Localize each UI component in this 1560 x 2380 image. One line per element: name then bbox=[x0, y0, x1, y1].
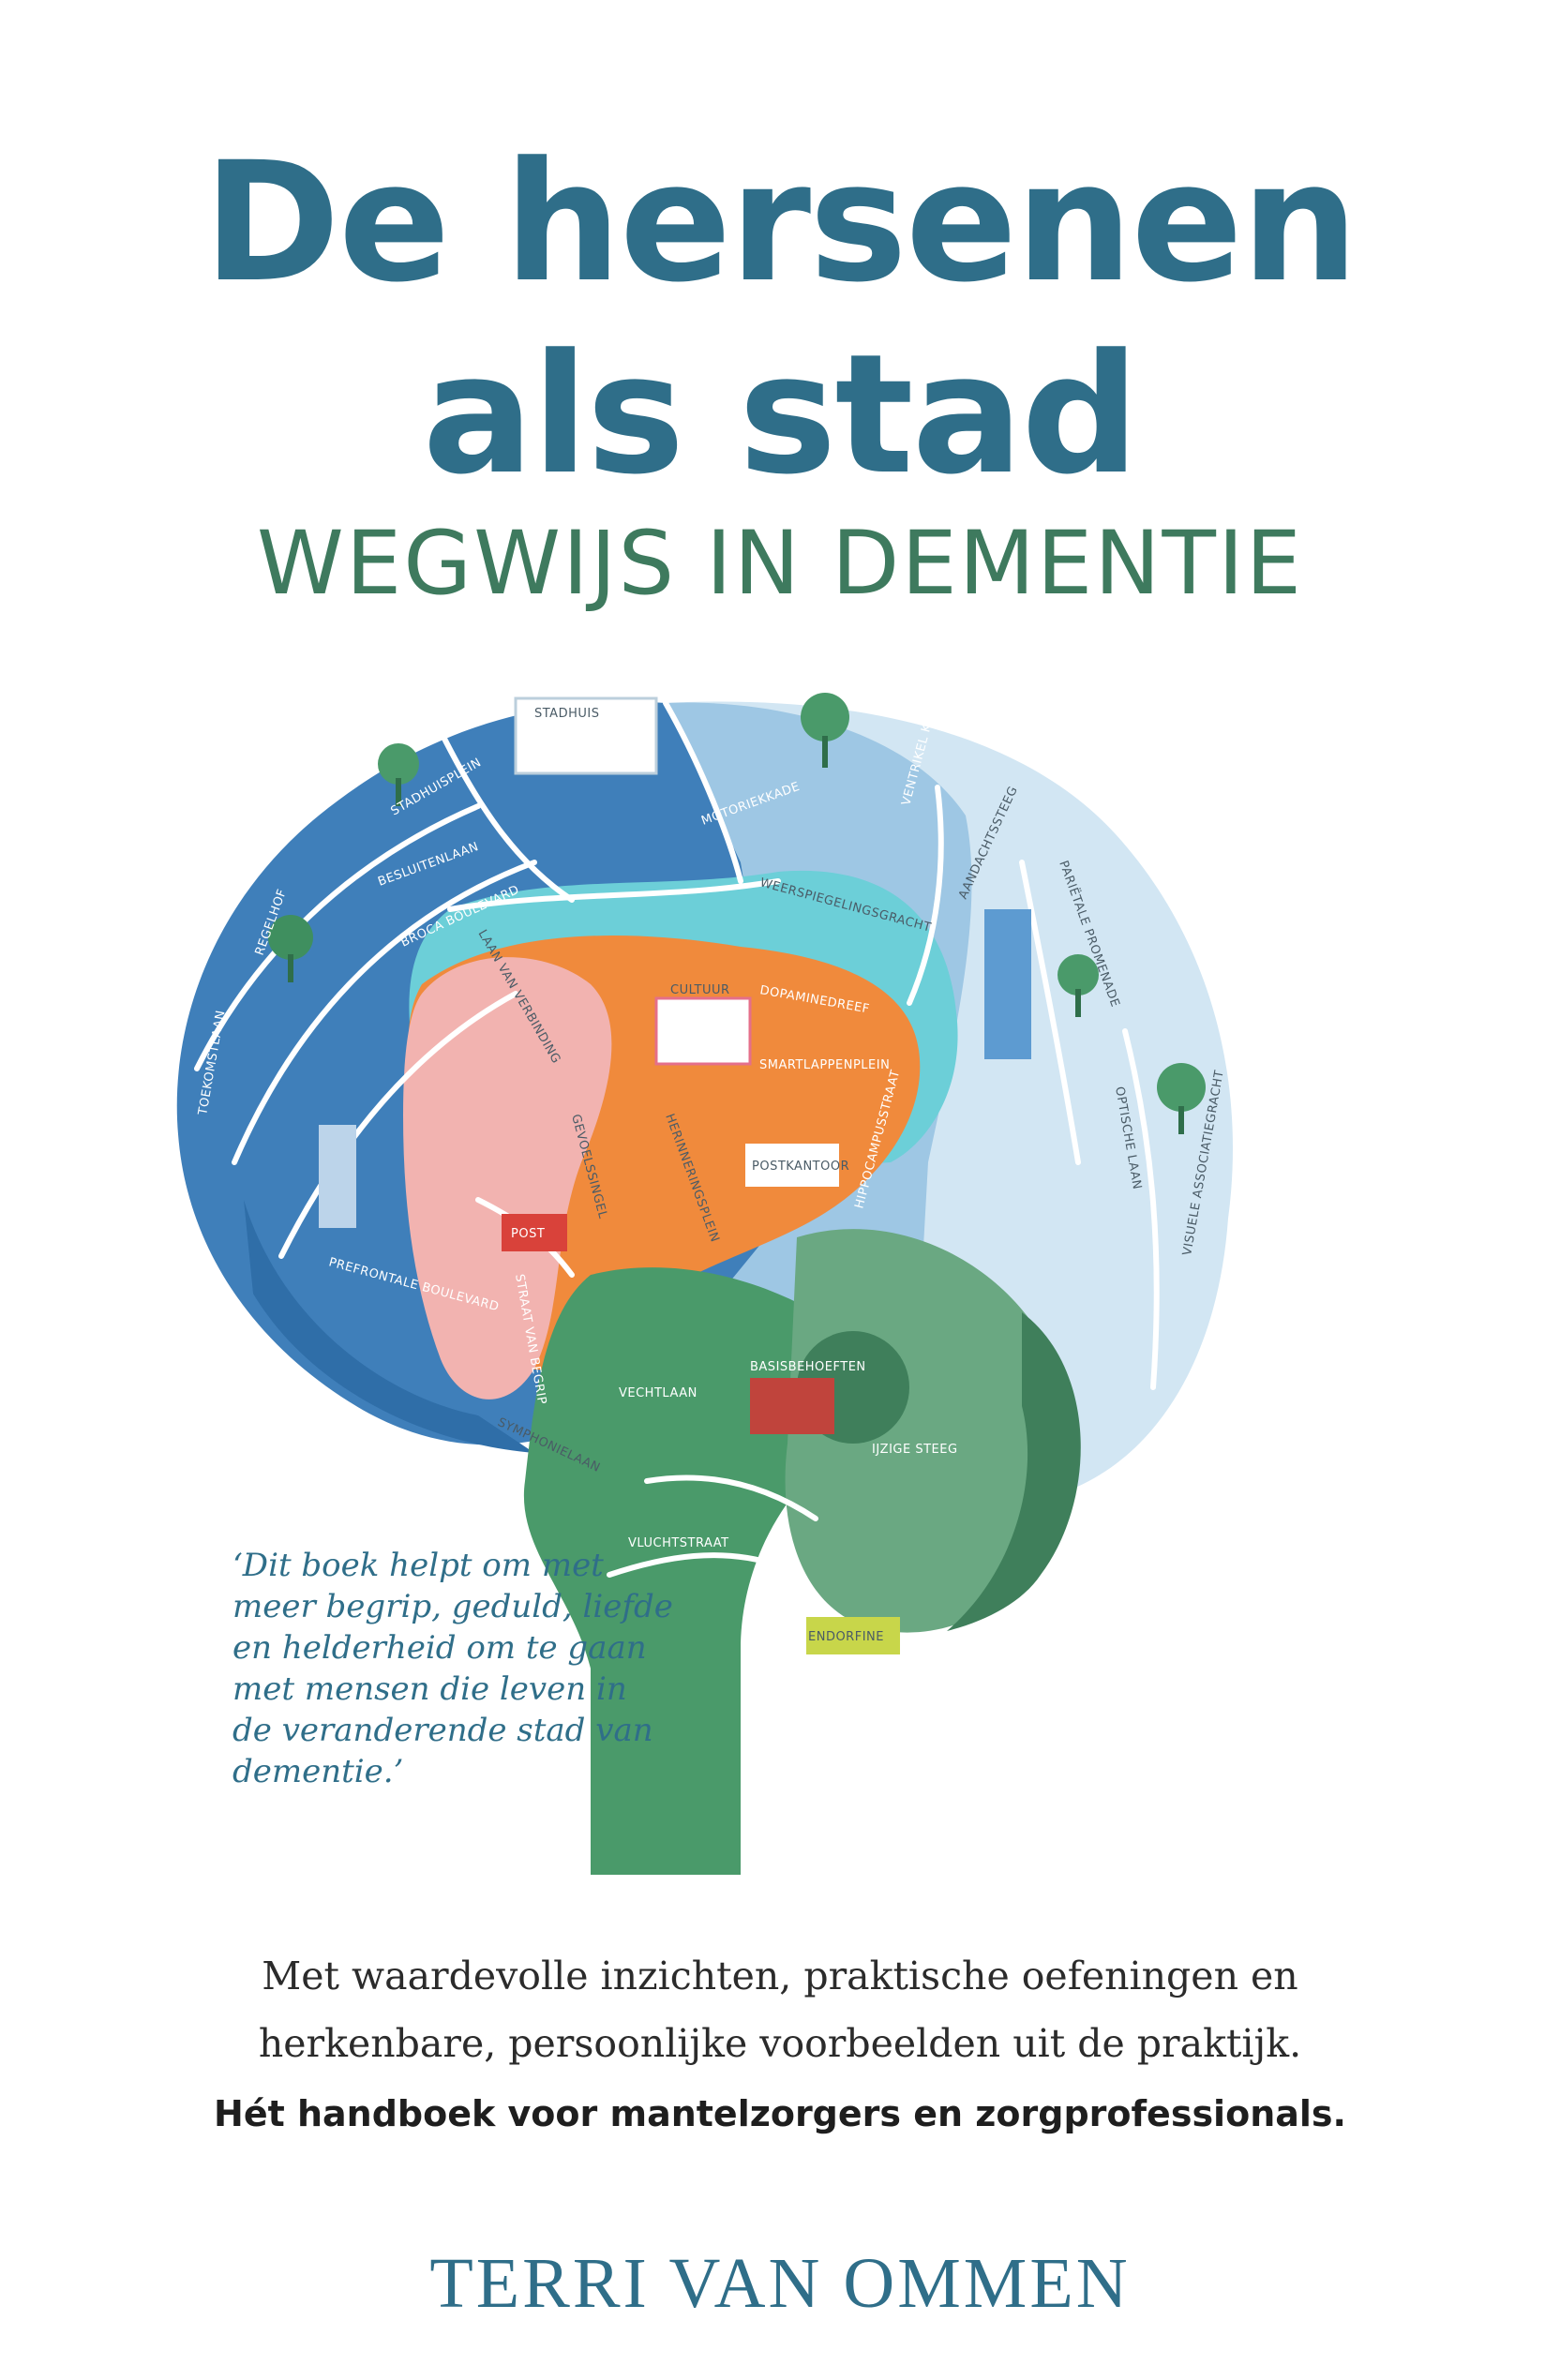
pink-region bbox=[403, 957, 612, 1400]
author-name: TERRI VAN OMMEN bbox=[429, 2244, 1131, 2323]
city-hall-label: STADHUIS bbox=[534, 707, 599, 721]
quote-line: meer begrip, geduld, liefde bbox=[232, 1588, 673, 1625]
subtitle: WEGWIJS IN DEMENTIE bbox=[256, 513, 1304, 615]
street-vechtlaan: VECHTLAAN bbox=[619, 1386, 698, 1400]
post-office-building bbox=[745, 1144, 839, 1187]
description-line-1: Met waardevolle inzichten, praktische oe… bbox=[262, 1953, 1298, 1998]
post-van bbox=[502, 1214, 567, 1251]
bus-label: ENDORFINE bbox=[808, 1630, 884, 1644]
post-office-label: POSTKANTOOR bbox=[752, 1160, 849, 1174]
endorphin-bus bbox=[806, 1617, 900, 1654]
street-smartlappenplein: SMARTLAPPENPLEIN bbox=[759, 1058, 890, 1072]
street-vluchtstraat: VLUCHTSTRAAT bbox=[628, 1536, 729, 1550]
culture-label: CULTUUR bbox=[670, 983, 730, 997]
quote-line: dementie.’ bbox=[232, 1753, 404, 1790]
cerebellum-edge bbox=[947, 1312, 1081, 1631]
quote-line: met mensen die leven in bbox=[232, 1670, 627, 1708]
quote-line: ‘Dit boek helpt om met bbox=[232, 1547, 604, 1584]
office-tower bbox=[319, 1125, 356, 1228]
quote-line: en helderheid om te gaan bbox=[232, 1629, 647, 1667]
market-stall-label: BASISBEHOEFTEN bbox=[750, 1360, 866, 1374]
streets bbox=[194, 700, 1160, 1578]
quote: ‘Dit boek helpt om met meer begrip, gedu… bbox=[232, 1545, 720, 1792]
market-stall bbox=[750, 1378, 834, 1434]
description-line-2: herkenbare, persoonlijke voorbeelden uit… bbox=[258, 2021, 1302, 2066]
cerebellum-park bbox=[785, 1229, 1068, 1633]
frontal-lower bbox=[244, 1200, 534, 1453]
parietal-tower bbox=[984, 909, 1031, 1059]
tagline: Hét handboek voor mantelzorgers en zorgp… bbox=[214, 2093, 1346, 2134]
title-line-1: De hersenen bbox=[202, 127, 1358, 319]
post-van-label: POST bbox=[511, 1227, 545, 1241]
street-ijzige-steeg: IJZIGE STEEG bbox=[872, 1443, 958, 1457]
quote-line: de veranderende stad van bbox=[232, 1712, 653, 1749]
city-hall-building bbox=[514, 696, 658, 775]
culture-building bbox=[654, 996, 752, 1066]
title-line-2: als stad bbox=[422, 319, 1140, 511]
brain-city-illustration: STADHUIS CULTUUR POSTKANTOOR BASISBEHOEF… bbox=[176, 680, 1233, 1875]
